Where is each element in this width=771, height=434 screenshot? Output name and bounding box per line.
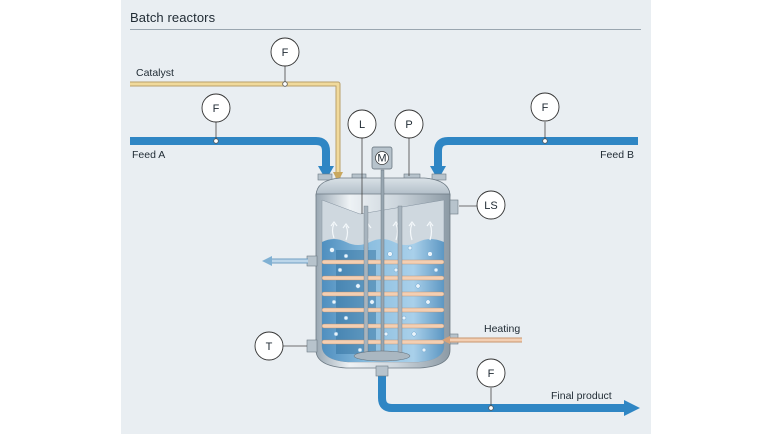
final-product-label: Final product — [551, 390, 612, 402]
instrument-flow-product: F — [476, 358, 506, 388]
heating-line — [262, 256, 522, 344]
instrument-level: L — [347, 109, 377, 139]
agitator-motor: M — [371, 146, 393, 170]
svg-text:F: F — [213, 103, 220, 115]
instrument-level-switch: LS — [476, 190, 506, 220]
heating-label: Heating — [484, 323, 520, 335]
feed-b-pipe — [430, 122, 638, 180]
final-product-pipe — [378, 374, 640, 416]
svg-text:F: F — [488, 368, 495, 380]
feed-a-label: Feed A — [132, 149, 165, 161]
svg-text:L: L — [359, 119, 365, 131]
catalyst-label: Catalyst — [136, 67, 174, 79]
svg-text:P: P — [405, 119, 412, 131]
instrument-pressure: P — [394, 109, 424, 139]
instrument-flow-catalyst: F — [270, 37, 300, 67]
title-divider — [130, 29, 641, 30]
svg-text:F: F — [542, 102, 549, 114]
catalyst-line — [130, 66, 343, 182]
svg-text:F: F — [282, 47, 289, 59]
instrument-flow-feed-a: F — [201, 93, 231, 123]
feed-b-label: Feed B — [600, 149, 634, 161]
instrument-temperature: T — [254, 331, 284, 361]
diagram-title: Batch reactors — [130, 10, 216, 25]
instrument-flow-feed-b: F — [530, 92, 560, 122]
svg-text:LS: LS — [484, 200, 497, 212]
svg-text:T: T — [266, 341, 273, 353]
feed-a-pipe — [130, 122, 334, 180]
agitator — [353, 169, 411, 362]
motor-label: M — [377, 153, 386, 165]
